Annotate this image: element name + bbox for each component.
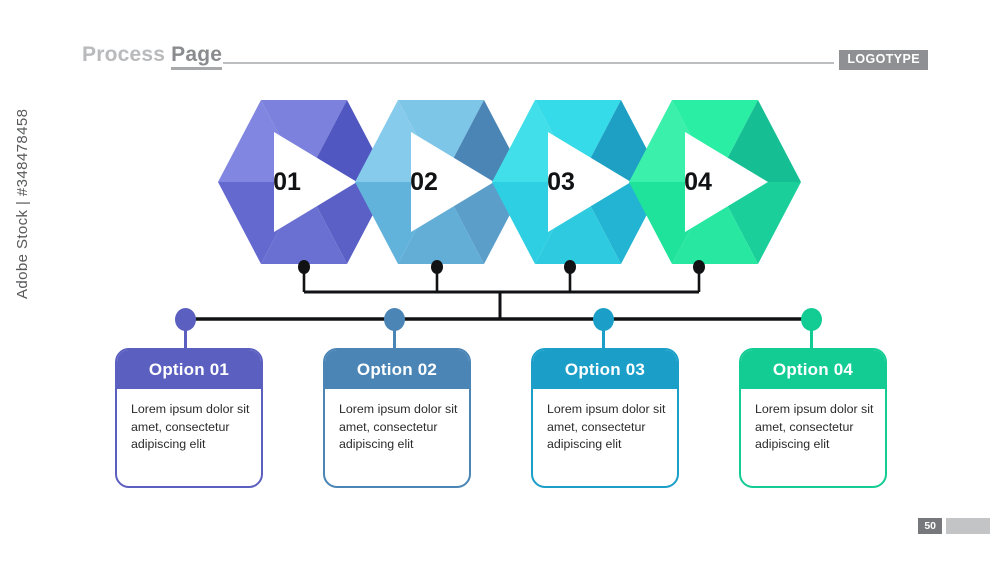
process-step-hexagon-04[interactable]: 04: [629, 96, 801, 268]
play-triangle-icon: [685, 132, 768, 232]
footer-bar: [946, 518, 990, 534]
play-triangle-icon: [548, 132, 631, 232]
option-card-4[interactable]: Option 04 Lorem ipsum dolor sit amet, con…: [739, 348, 887, 488]
logotype-badge: LOGOTYPE: [839, 50, 928, 70]
header-divider: [223, 62, 834, 64]
connector-pin-head-4: [693, 260, 705, 274]
facet-top: [261, 100, 347, 182]
connector-pin-head-1: [298, 260, 310, 274]
option-card-body: Lorem ipsum dolor sit amet, consectetur …: [339, 402, 458, 452]
connector-diagram: [185, 260, 811, 321]
connector-pin-head-3: [564, 260, 576, 274]
option-card-body: Lorem ipsum dolor sit amet, consectetur …: [755, 402, 874, 452]
facet-bottom: [672, 182, 758, 264]
option-card-title: Option 02: [325, 350, 469, 389]
watermark-text: Adobe Stock | #348478458: [14, 108, 31, 299]
facet-bottom-right: [715, 182, 801, 264]
card-connector-dot-2[interactable]: [384, 308, 405, 331]
facet-bottom: [398, 182, 484, 264]
option-card-1[interactable]: Option 01 Lorem ipsum dolor sit amet, con…: [115, 348, 263, 488]
facet-top: [672, 100, 758, 182]
option-card-title: Option 01: [117, 350, 261, 389]
option-card-title: Option 04: [741, 350, 885, 389]
play-triangle-icon: [274, 132, 357, 232]
facet-top-right: [715, 100, 801, 182]
card-connector-stem-3: [602, 319, 605, 348]
card-connector-stem-4: [810, 319, 813, 348]
card-connector-dot-1[interactable]: [175, 308, 196, 331]
option-card-2[interactable]: Option 02 Lorem ipsum dolor sit amet, con…: [323, 348, 471, 488]
facet-bottom: [261, 182, 347, 264]
card-connector-stem-1: [184, 319, 187, 348]
card-connector-stem-2: [393, 319, 396, 348]
facet-bottom: [535, 182, 621, 264]
facet-top: [398, 100, 484, 182]
connector-pin-head-2: [431, 260, 443, 274]
option-card-3[interactable]: Option 03 Lorem ipsum dolor sit amet, con…: [531, 348, 679, 488]
page-title-light: Process: [82, 43, 166, 66]
process-step-hexagon-01[interactable]: 01: [218, 96, 390, 268]
option-card-body: Lorem ipsum dolor sit amet, consectetur …: [131, 402, 250, 452]
option-card-title: Option 03: [533, 350, 677, 389]
play-triangle-icon: [411, 132, 494, 232]
facet-top: [535, 100, 621, 182]
page-title-dark: Page: [171, 43, 223, 70]
page-title: Process Page: [82, 43, 223, 70]
option-card-body: Lorem ipsum dolor sit amet, consectetur …: [547, 402, 666, 452]
page-number-badge: 50: [918, 517, 942, 534]
card-connector-dot-3[interactable]: [593, 308, 614, 331]
card-connector-dot-4[interactable]: [801, 308, 822, 331]
